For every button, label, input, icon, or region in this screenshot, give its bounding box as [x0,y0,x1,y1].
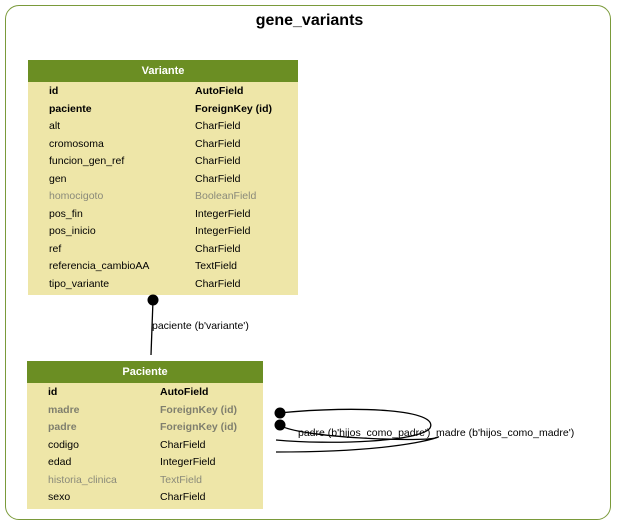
field-name: tipo_variante [49,277,110,290]
field-type: CharField [195,137,241,150]
field-type: ForeignKey (id) [195,102,273,115]
field-name: padre [48,421,77,433]
field-name: alt [49,120,61,132]
field-row: sexo CharField [27,488,263,506]
field-row: homocigoto BooleanField [28,187,298,205]
relation-edge-padre [275,408,432,443]
field-type: AutoField [160,386,209,398]
relation-label-paciente: paciente (b'variante') [152,320,249,332]
field-row: tipo_variante CharField [28,275,298,293]
field-row: ref CharField [28,240,298,258]
relation-endpoint-dot [274,419,286,431]
field-name: id [48,386,58,398]
field-name: pos_fin [49,207,83,220]
field-type: CharField [160,491,206,503]
entity-variante: Variante id AutoField paciente ForeignKey (… [28,60,298,295]
field-type: AutoField [195,85,244,97]
field-name: historia_clinica [48,473,117,486]
relation-edge-variante-paciente [150,299,154,356]
entity-title: Paciente [27,361,263,383]
field-type: CharField [195,155,241,167]
field-type: IntegerField [195,207,251,220]
field-name: referencia_cambioAA [49,260,150,272]
field-row: historia_clinica TextField [27,471,263,489]
field-name: edad [48,456,72,468]
field-row: pos_fin IntegerField [28,205,298,223]
field-row: cromosoma CharField [28,135,298,153]
relation-endpoint-dot [274,407,286,419]
field-name: homocigoto [49,190,104,202]
field-row: gen CharField [28,170,298,188]
relation-label-padre: padre (b'hijos_como_padre') [298,427,430,439]
field-name: sexo [48,491,71,503]
field-type: CharField [160,438,206,451]
field-type: ForeignKey (id) [160,403,238,416]
relation-label-madre: madre (b'hijos_como_madre') [436,427,574,439]
field-row: paciente ForeignKey (id) [28,100,298,118]
field-name: funcion_gen_ref [49,155,125,167]
field-row: codigo CharField [27,436,263,454]
field-row: edad IntegerField [27,453,263,471]
field-row: funcion_gen_ref CharField [28,152,298,170]
diagram-title: gene_variants [255,12,364,29]
field-row: pos_inicio IntegerField [28,222,298,240]
field-type: ForeignKey (id) [160,421,238,433]
field-name: gen [49,172,67,185]
field-type: IntegerField [160,456,216,468]
field-name: pos_inicio [49,225,96,237]
field-row: id AutoField [28,82,298,100]
field-type: CharField [195,172,241,185]
field-row: alt CharField [28,117,298,135]
field-row: madre ForeignKey (id) [27,401,263,419]
field-type: CharField [195,277,241,290]
field-row: referencia_cambioAA TextField [28,257,298,275]
field-name: codigo [48,438,79,451]
field-type: BooleanField [195,190,257,202]
field-type: CharField [195,120,241,132]
field-row: id AutoField [27,383,263,401]
field-name: paciente [49,102,92,115]
field-type: TextField [195,260,238,272]
field-name: cromosoma [49,137,104,150]
diagram-frame [5,5,611,520]
field-type: IntegerField [195,225,251,237]
relation-edge-madre [275,424,440,453]
field-name: ref [49,242,62,255]
field-name: id [49,85,59,97]
field-type: TextField [160,473,203,486]
field-name: madre [48,403,80,416]
field-type: CharField [195,242,241,255]
field-row: padre ForeignKey (id) [27,418,263,436]
relation-endpoint-dot [147,294,159,306]
entity-title: Variante [28,60,298,82]
